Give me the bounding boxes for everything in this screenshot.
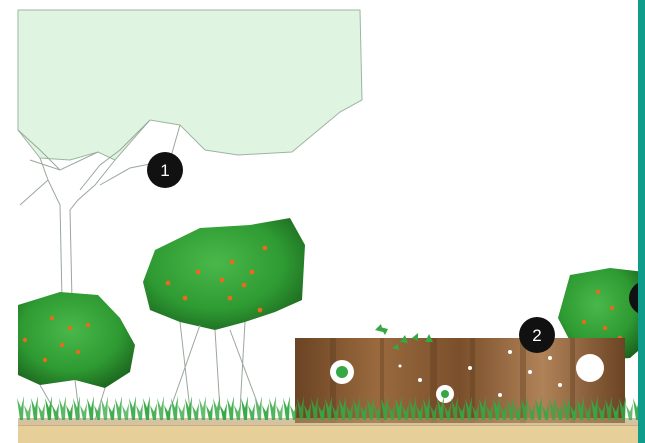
grass-sprig [178,403,185,420]
shrub-left [18,292,135,420]
edge-strip [638,0,645,443]
grass-sprig [283,396,290,420]
grass-sprig [262,403,269,420]
grass-sprig [80,403,87,420]
marker-1-label: 1 [160,161,169,180]
grass-sprig [143,396,150,420]
grass-sprig [115,396,122,420]
grass-sprig [101,396,108,420]
marker-2-label: 2 [532,326,541,345]
shrub-middle [143,218,305,410]
grass-sprig [220,403,227,420]
grass-sprig [199,396,206,420]
grass-sprig [66,403,73,420]
grass-sprig [269,396,276,420]
marker-1[interactable]: 1 [147,152,183,188]
grass-sprig [73,396,80,420]
soil-strip [18,425,638,443]
grass-sprig [38,403,45,420]
grass-sprig [31,396,38,420]
grass-sprig [17,396,24,420]
grass-sprig [122,403,129,420]
marker-2[interactable]: 2 [519,317,555,353]
grass-sprig [171,396,178,420]
grass-sprig [248,403,255,420]
grass-sprig [227,396,234,420]
grass-sprig [241,396,248,420]
grass-sprig [192,403,199,420]
grass-sprig [136,403,143,420]
grass-sprig [157,396,164,420]
grass-sprig [108,403,115,420]
grass-sprig [626,403,633,420]
grass-sprig [164,403,171,420]
grass-sprig [206,403,213,420]
grass-sprig [52,403,59,420]
grass-sprig [150,403,157,420]
grass-sprig [24,403,31,420]
grass-sprig [276,403,283,420]
grass-sprig [129,396,136,420]
grass-sprig [87,396,94,420]
tree-canopy [18,10,362,160]
grass-sprig [59,396,66,420]
